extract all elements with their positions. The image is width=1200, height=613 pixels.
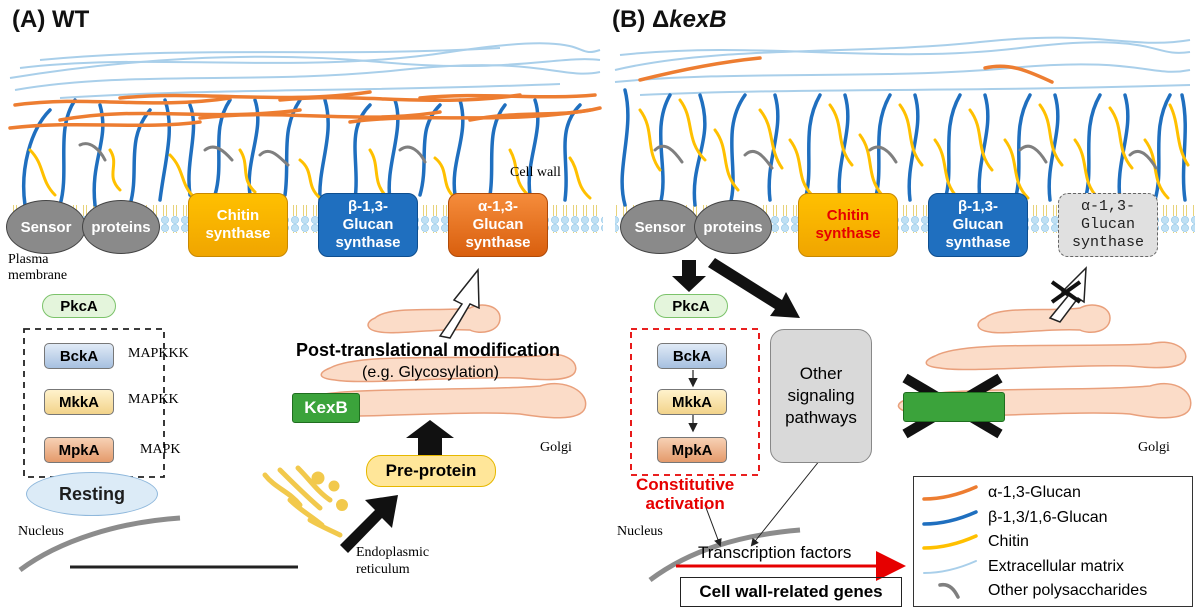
pkca-kexb: PkcA: [654, 294, 728, 318]
kexb-protease: KexB: [292, 393, 360, 423]
chitin-synthase-wt: Chitin synthase: [188, 193, 288, 257]
sensor-protein-left-wt: Sensor: [6, 200, 86, 254]
beta-glucan-synthase-wt: β-1,3- Glucan synthase: [318, 193, 418, 257]
bcka-kexb: BckA: [657, 343, 727, 369]
cell-wall-genes-box: Cell wall-related genes: [680, 577, 902, 607]
legend-item: Chitin: [920, 530, 1029, 554]
mapk-label: MAPK: [140, 442, 181, 457]
alpha-glucan-synthase-wt: α-1,3- Glucan synthase: [448, 193, 548, 257]
legend-swatch: [938, 582, 960, 599]
chitin-synthase-kexb: Chitin synthase: [798, 193, 898, 257]
transcription-factors: Transcription factors: [698, 543, 852, 562]
legend-label: Other polysaccharides: [988, 582, 1148, 599]
cell-wall-fibers-kexb: [614, 36, 1191, 207]
cell-wall-fibers-wt: [8, 42, 602, 207]
mapkkk-label: MAPKKK: [128, 346, 189, 361]
legend-label: α-1,3-Glucan: [988, 484, 1081, 501]
legend-item: β-1,3/1,6-Glucan: [920, 506, 1107, 530]
cell-wall-label: Cell wall: [510, 165, 561, 180]
sensor-protein-left-kexb: Sensor: [620, 200, 700, 254]
bcka-wt: BckA: [44, 343, 114, 369]
kexb-deleted: [903, 392, 1005, 422]
mkka-kexb: MkkA: [657, 389, 727, 415]
pre-protein: Pre-protein: [366, 455, 496, 487]
other-signaling-pathways: Other signaling pathways: [770, 329, 872, 463]
panel-title-wt: (A) WT: [12, 6, 90, 33]
beta-glucan-synthase-kexb: β-1,3- Glucan synthase: [928, 193, 1028, 257]
legend-swatch: [922, 534, 978, 550]
legend-label: Extracellular matrix: [988, 557, 1125, 575]
ptm-label: Post-translational modification: [296, 340, 561, 360]
legend-swatch: [923, 559, 977, 574]
golgi-wt: [292, 304, 587, 419]
mkka-wt: MkkA: [44, 389, 114, 415]
nucleus-label-wt: Nucleus: [18, 524, 64, 539]
legend-swatch: [922, 485, 978, 501]
nucleus-wt: [18, 515, 181, 573]
pkca-wt: PkcA: [42, 294, 116, 318]
resting-state: Resting: [26, 472, 158, 516]
sensor-protein-right-wt: proteins: [82, 200, 160, 254]
legend-label: Chitin: [988, 533, 1029, 550]
golgi-label-kexb: Golgi: [1138, 440, 1170, 455]
legend-item: α-1,3-Glucan: [920, 481, 1081, 505]
endoplasmic-reticulum: [262, 465, 348, 538]
mpka-wt: MpkA: [44, 437, 114, 463]
legend-item: Other polysaccharides: [920, 579, 1147, 603]
legend-swatch: [922, 509, 978, 526]
alpha-glucan-synthase-kexb: α-1,3- Glucan synthase: [1058, 193, 1158, 257]
sensor-protein-right-kexb: proteins: [694, 200, 772, 254]
panel-title-kexb: (B) ΔkexB: [612, 6, 727, 33]
mapkk-label: MAPKK: [128, 392, 179, 407]
legend-item: Extracellular matrix: [920, 555, 1124, 579]
nucleus-label-kexb: Nucleus: [617, 524, 663, 539]
legend-label: β-1,3/1,6-Glucan: [988, 508, 1108, 526]
constitutive-activation: Constitutive activation: [636, 475, 735, 513]
ptm-example-label: (e.g. Glycosylation): [362, 364, 499, 381]
golgi-label-wt: Golgi: [540, 440, 572, 455]
plasma-membrane-label: Plasma membrane: [8, 252, 68, 283]
er-label: Endoplasmic reticulum: [356, 545, 430, 577]
mpka-kexb: MpkA: [657, 437, 727, 463]
